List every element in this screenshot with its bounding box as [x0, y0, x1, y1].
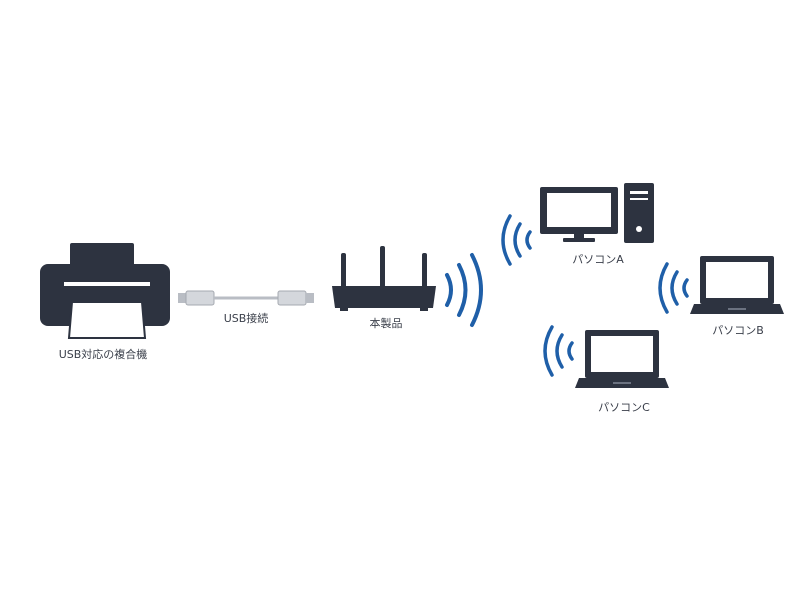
pc-a-label: パソコンA: [572, 253, 624, 266]
wireless-router-icon: [332, 246, 436, 311]
wifi-waves-icon: [658, 262, 689, 314]
wifi-waves-icon: [543, 325, 574, 377]
usb-connection-label: USB接続: [224, 311, 269, 325]
pc-c-label: パソコンC: [598, 401, 650, 414]
printer-icon: [40, 243, 170, 339]
wifi-waves-icon: [445, 253, 483, 327]
printer-label: USB対応の複合機: [59, 347, 148, 361]
desktop-computer-icon: [540, 183, 654, 243]
laptop-icon: [690, 256, 784, 314]
usb-cable-icon: [178, 290, 314, 306]
wifi-waves-icon: [501, 214, 532, 266]
router-label: 本製品: [370, 316, 403, 330]
laptop-icon: [575, 330, 669, 388]
pc-b-label: パソコンB: [712, 324, 764, 337]
